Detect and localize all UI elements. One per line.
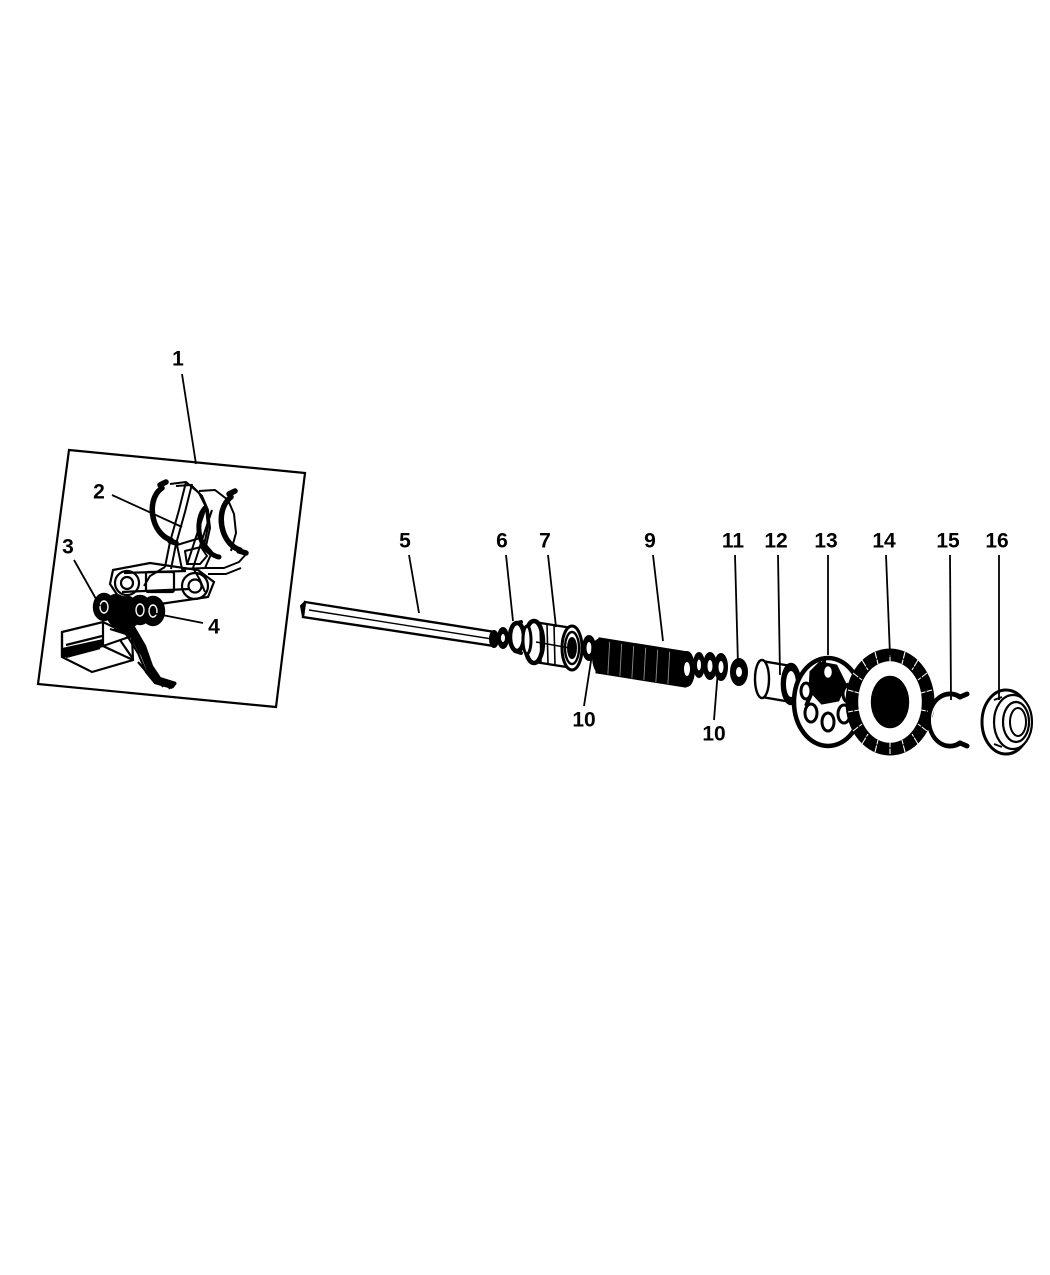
splined-sleeve [592, 637, 695, 688]
leader-line-5 [408, 554, 420, 614]
leader-line-14 [885, 554, 891, 656]
callout-label-9: 9 [644, 529, 656, 553]
callout-leader-lines [73, 373, 1000, 721]
retaining-ring [926, 691, 970, 749]
callout-label-4: 4 [208, 615, 220, 639]
shift-fork-assembly [60, 479, 249, 690]
callout-label-6: 6 [496, 529, 508, 553]
shift-fork-pad-right [218, 488, 249, 556]
ball-bearing [980, 688, 1034, 756]
shift-fork-detail-inset [36, 448, 307, 709]
callout-label-7: 7 [539, 529, 551, 553]
output-shaft [299, 600, 499, 648]
callout-label-15: 15 [936, 529, 960, 553]
drive-gear [845, 648, 935, 756]
callout-label-13: 13 [814, 529, 838, 553]
thrust-washer-small [497, 620, 527, 655]
leader-line-10a [583, 647, 594, 707]
callout-label-14: 14 [872, 529, 896, 553]
snap-ring-small-right [693, 652, 728, 681]
leader-line-15 [949, 554, 952, 701]
leader-line-12 [777, 554, 781, 676]
fork-rail-bar [108, 561, 216, 606]
leader-line-3 [73, 559, 101, 607]
callout-label-10b: 10 [702, 722, 726, 746]
leader-line-1 [181, 373, 197, 465]
callout-label-12: 12 [764, 529, 788, 553]
leader-line-2 [111, 494, 183, 528]
leader-line-6 [505, 554, 514, 622]
leader-line-9 [652, 554, 664, 642]
leader-line-4 [151, 612, 204, 624]
leader-line-11 [734, 554, 739, 666]
leader-line-7 [547, 554, 557, 628]
callout-label-3: 3 [62, 535, 74, 559]
callout-label-1: 1 [172, 347, 184, 371]
leader-line-10b [713, 669, 719, 721]
callout-label-10a: 10 [572, 708, 596, 732]
thrust-washer [730, 658, 748, 686]
callout-label-16: 16 [985, 529, 1009, 553]
callout-label-5: 5 [399, 529, 411, 553]
fork-mounting-block-shade [62, 621, 176, 688]
synchronizer-hub [521, 618, 584, 672]
fork-spring-washer-stack-detail [99, 600, 158, 618]
callout-label-11: 11 [721, 529, 745, 553]
callout-label-2: 2 [93, 480, 105, 504]
shift-fork-body [143, 481, 249, 593]
